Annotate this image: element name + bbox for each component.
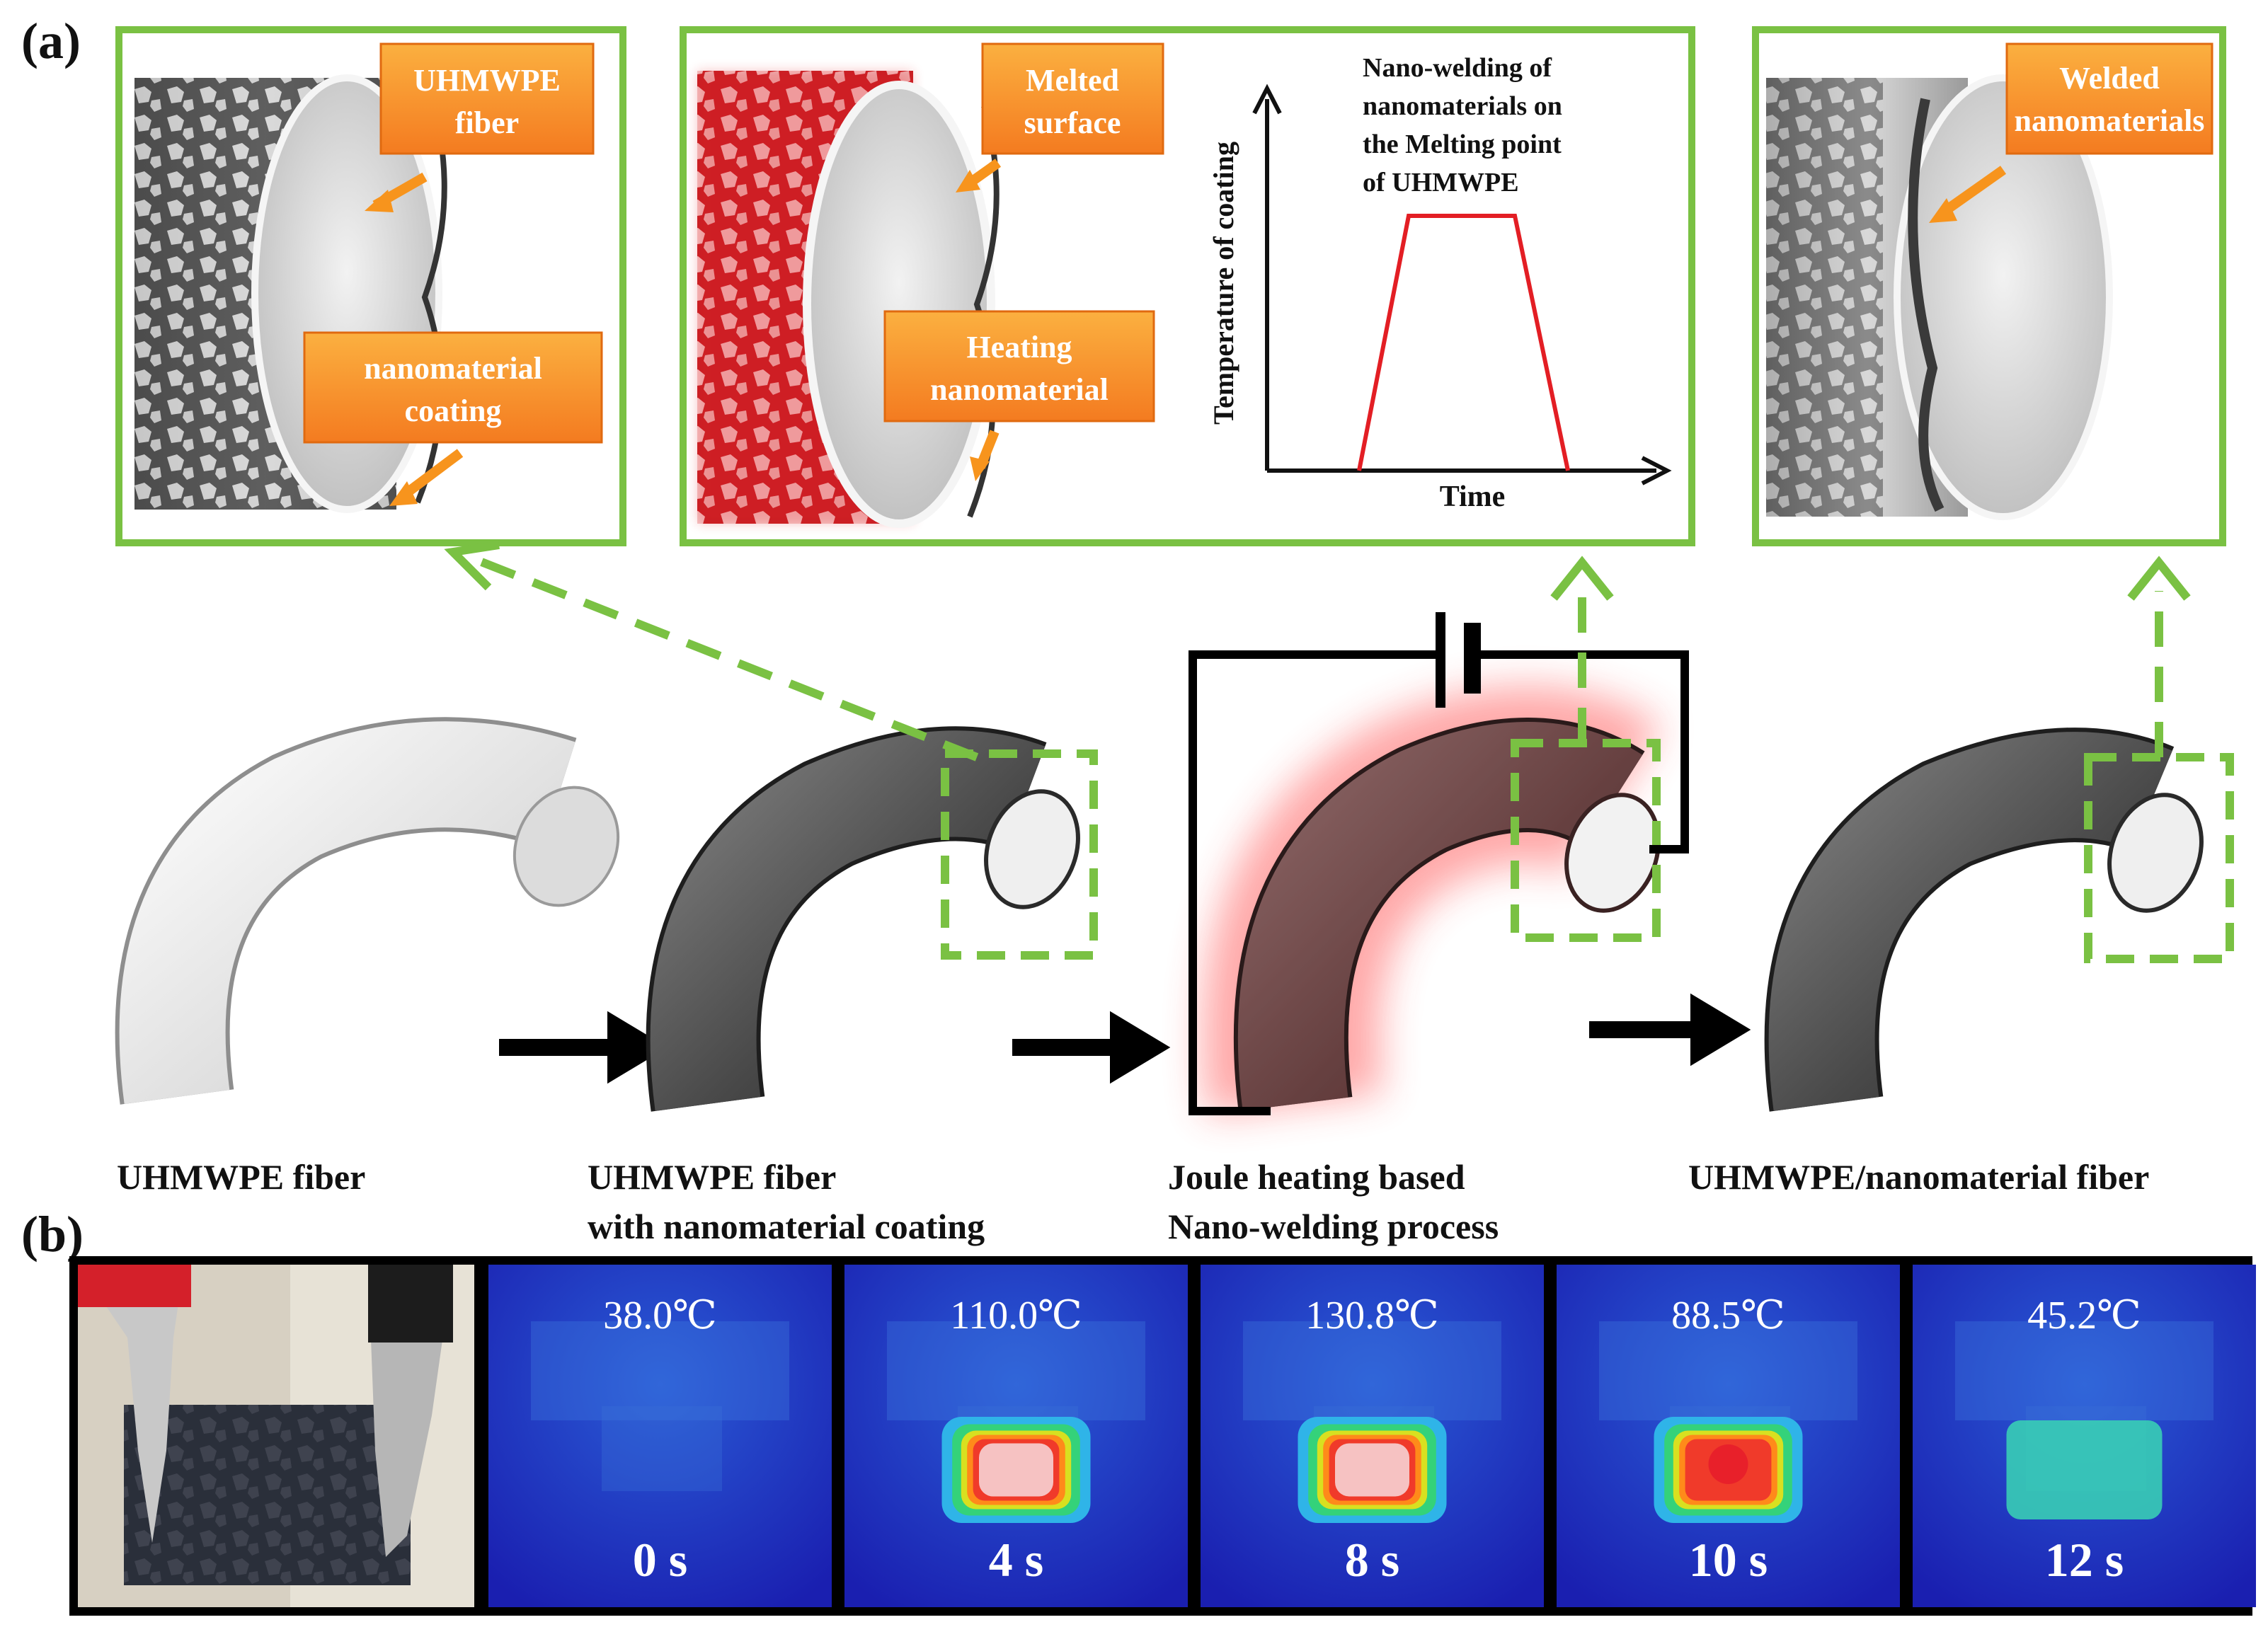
plot-temperature-curve — [1357, 214, 1570, 471]
plot-title-line-1: Nano-welding of — [1363, 53, 1552, 83]
step-1-label: UHMWPE fiber — [117, 1157, 365, 1197]
heat-ring — [2006, 1420, 2163, 1519]
temperature-time-plot: Temperature of coating Time Nano-welding… — [1208, 53, 1672, 513]
fiber-uhmwpe-nanomaterial — [1764, 728, 2234, 1112]
panel-a-label: (a) — [21, 13, 81, 69]
thermal-frame-0: 38.0℃ 0 s — [488, 1265, 832, 1607]
step-2-label-line-2: with nanomaterial coating — [588, 1207, 985, 1246]
heat-core — [1708, 1444, 1748, 1484]
plot-title-line-4: of UHMWPE — [1363, 168, 1519, 197]
thermal-time: 4 s — [989, 1533, 1043, 1587]
thermal-temperature: 45.2℃ — [2027, 1294, 2141, 1338]
plot-title-line-3: the Melting point — [1363, 130, 1562, 159]
callout-melted-surface: Melted surface — [981, 42, 1164, 155]
step-4-label: UHMWPE/nanomaterial fiber — [1688, 1157, 2149, 1197]
callout-uhmwpe-fiber: UHMWPE fiber — [379, 42, 595, 155]
svg-text:surface: surface — [1024, 105, 1121, 140]
fiber-coated — [646, 726, 1098, 1112]
callout-nanomaterial-coating: nanomaterial coating — [303, 331, 603, 444]
thermal-frame-2: 130.8℃ 8 s — [1201, 1265, 1544, 1607]
process-arrow-1 — [499, 1011, 668, 1084]
zoom-box-heating: Melted surface Heating nanomaterial Temp… — [680, 26, 1695, 546]
sample-photo — [78, 1265, 474, 1607]
svg-text:UHMWPE: UHMWPE — [413, 63, 561, 98]
heat-core — [979, 1443, 1053, 1497]
thermal-temperature: 38.0℃ — [603, 1294, 717, 1338]
plot-ylabel: Temperature of coating — [1208, 142, 1239, 425]
thermal-temperature: 130.8℃ — [1305, 1294, 1439, 1338]
thermal-time: 12 s — [2045, 1533, 2124, 1587]
thermal-frame-4: 45.2℃ 12 s — [1913, 1265, 2256, 1607]
arrow-to-coating — [400, 449, 464, 500]
fiber-uhmwpe — [115, 717, 620, 1105]
thermal-strip: 38.0℃ 0 s 110.0℃ 4 s 130.8℃ 8 s 88.5℃ 10 s 45.2℃… — [69, 1256, 2256, 1616]
thermal-frame-3: 88.5℃ 10 s — [1557, 1265, 1900, 1607]
thermal-time: 10 s — [1689, 1533, 1768, 1587]
arrow-to-welded — [1940, 166, 2007, 217]
step-3-label-line-2: Nano-welding process — [1168, 1207, 1499, 1246]
plot-xlabel: Time — [1440, 481, 1506, 513]
zoom-box-coating: UHMWPE fiber nanomaterial coating — [115, 26, 626, 546]
heat-core — [1335, 1443, 1409, 1497]
left-clip — [78, 1265, 184, 1543]
callout-heating-nanomaterial: Heating nanomaterial — [883, 310, 1155, 422]
panel-b-label: (b) — [21, 1206, 84, 1263]
thermal-frames: 38.0℃ 0 s 110.0℃ 4 s 130.8℃ 8 s 88.5℃ 10 s 45.2℃… — [488, 1265, 2256, 1607]
process-arrow-3 — [1589, 993, 1751, 1067]
thermal-time: 0 s — [633, 1533, 687, 1587]
svg-text:coating: coating — [405, 393, 502, 428]
svg-text:Welded: Welded — [2059, 61, 2160, 96]
callout-welded-nanomaterials: Welded nanomaterials — [2005, 42, 2213, 155]
svg-text:nanomaterial: nanomaterial — [364, 351, 542, 386]
svg-text:nanomaterial: nanomaterial — [930, 372, 1109, 407]
thermal-time: 8 s — [1345, 1533, 1399, 1587]
process-arrow-2 — [1012, 1011, 1171, 1084]
svg-text:fiber: fiber — [455, 105, 519, 140]
step-2-label-line-1: UHMWPE fiber — [588, 1157, 836, 1197]
thermal-temperature: 110.0℃ — [950, 1294, 1082, 1338]
svg-text:nanomaterials: nanomaterials — [2015, 103, 2205, 138]
svg-text:Heating: Heating — [966, 330, 1072, 364]
zoom-connectors — [472, 555, 2163, 761]
thermal-frame-1: 110.0℃ 4 s — [844, 1265, 1188, 1607]
fiber-joule-heating — [1202, 686, 1662, 1115]
step-3-label-line-1: Joule heating based — [1168, 1157, 1465, 1197]
zoom-box-welded: Welded nanomaterials — [1752, 26, 2226, 546]
thermal-temperature: 88.5℃ — [1671, 1294, 1785, 1338]
svg-text:Melted: Melted — [1026, 63, 1119, 98]
plot-title-line-2: nanomaterials on — [1363, 91, 1562, 121]
